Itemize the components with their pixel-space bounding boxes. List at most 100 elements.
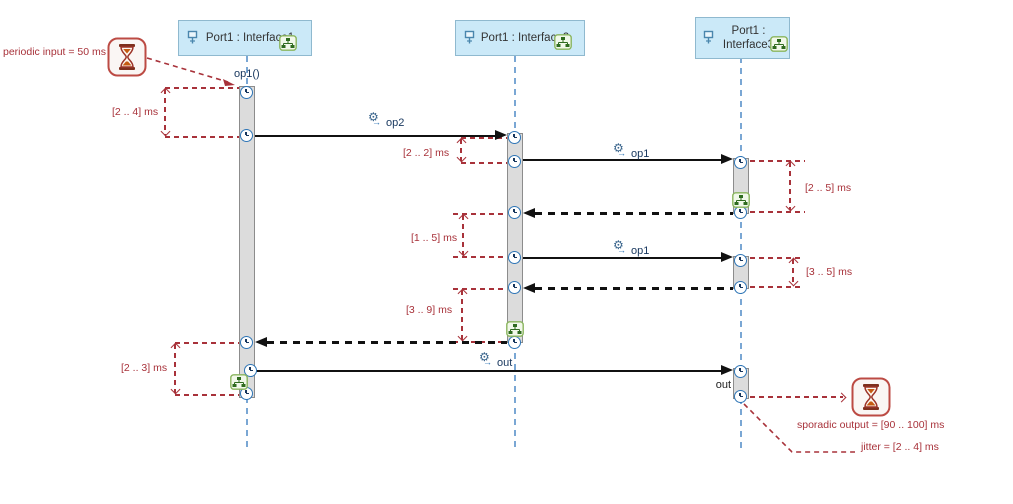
constraint3-arrow-up [785, 160, 796, 171]
constraint5-arrow-line [792, 259, 794, 285]
call-operation-icon: ⚙→ [613, 141, 626, 158]
constraint3-arrow-line [789, 162, 791, 210]
time-observation-icon[interactable] [240, 129, 253, 142]
lifeline-line-interface3[interactable] [740, 57, 742, 450]
structure-icon[interactable] [230, 374, 248, 390]
time-observation-icon[interactable] [508, 131, 521, 144]
duration-constraint-label[interactable]: [1 .. 5] ms [411, 232, 458, 244]
message-out-line[interactable] [255, 370, 722, 372]
message-out-receive-label[interactable]: out [715, 379, 731, 391]
time-observation-icon[interactable] [734, 365, 747, 378]
constraint7-arrow-down [170, 384, 181, 395]
constraint5-bottom-line [750, 286, 802, 288]
lifeline-header-interface2[interactable]: Port1 : Interface2 [455, 20, 585, 56]
message-op1a-line[interactable] [523, 159, 722, 161]
constraint2-bottom-line [461, 162, 513, 164]
periodic-input-label[interactable]: periodic input = 50 ms [3, 46, 107, 58]
duration-constraint-label[interactable]: [3 .. 5] ms [806, 266, 853, 278]
constraint7-arrow-up [170, 342, 181, 353]
constraint1-top-line [165, 87, 239, 89]
constraint5-top-line [750, 257, 802, 259]
message-op1a-label[interactable]: ⚙→op1 [613, 141, 650, 160]
constraint4-top-line [453, 213, 507, 215]
duration-constraint-label[interactable]: [2 .. 5] ms [805, 182, 852, 194]
reply2-line[interactable] [535, 287, 733, 290]
lifeline-label: Port1 : Interface3 [722, 24, 775, 51]
lifeline-header-interface1[interactable]: Port1 : Interface1 [178, 20, 312, 56]
duration-constraint-label[interactable]: [2 .. 4] ms [112, 106, 159, 118]
duration-constraint-label[interactable]: [2 .. 2] ms [403, 147, 450, 159]
port-icon [187, 30, 198, 44]
structure-icon [554, 34, 572, 50]
message-op2-arrowhead [495, 130, 507, 140]
message-out-arrowhead [721, 365, 733, 375]
structure-icon[interactable] [506, 321, 524, 337]
duration-constraint-label[interactable]: [2 .. 3] ms [121, 362, 168, 374]
time-observation-icon[interactable] [240, 336, 253, 349]
message-op2-line[interactable] [255, 135, 497, 137]
structure-icon [279, 35, 297, 51]
constraint3-top-line [750, 160, 805, 162]
lifeline-header-interface3[interactable]: Port1 : Interface3 [695, 17, 790, 59]
structure-icon[interactable] [732, 192, 750, 208]
constraint5-arrow-down [788, 276, 799, 287]
constraint1-bottom-line [165, 136, 239, 138]
constraint6-arrow-up [457, 288, 468, 299]
message-out-label[interactable]: ⚙→out [479, 350, 513, 369]
sporadic-output-label[interactable]: sporadic output = [90 .. 100] ms [797, 419, 945, 431]
constraint2-arrow-up [456, 137, 467, 148]
time-observation-icon[interactable] [508, 206, 521, 219]
constraint3-bottom-line [750, 211, 805, 213]
constraint1-arrow-down [160, 126, 171, 137]
message-op1b-line[interactable] [523, 257, 722, 259]
constraint4-bottom-line [453, 256, 507, 258]
time-observation-icon[interactable] [240, 86, 253, 99]
structure-icon [770, 36, 788, 52]
jitter-connector-line [743, 403, 855, 453]
reply3-arrowhead [255, 337, 267, 347]
call-operation-icon: ⚙→ [368, 110, 381, 127]
found-message-label[interactable]: op1() [234, 68, 260, 80]
constraint2-top-line [461, 137, 507, 139]
constraint1-arrow-line [164, 89, 166, 135]
constraint4-arrow-line [462, 215, 464, 255]
constraint2-arrow-down [456, 152, 467, 163]
constraint6-arrow-down [457, 331, 468, 342]
message-op1b-arrowhead [721, 252, 733, 262]
constraint5-arrow-up [788, 257, 799, 268]
message-op1b-label[interactable]: ⚙→op1 [613, 238, 650, 257]
time-observation-icon[interactable] [244, 364, 257, 377]
reply2-arrowhead [523, 283, 535, 293]
constraint6-arrow-line [461, 290, 463, 340]
constraint4-arrow-down [458, 246, 469, 257]
message-op2-label[interactable]: ⚙→op2 [368, 110, 405, 129]
constraint7-arrow-line [174, 344, 176, 393]
time-observation-icon[interactable] [508, 281, 521, 294]
constraint4-arrow-up [458, 213, 469, 224]
time-observation-icon[interactable] [508, 155, 521, 168]
time-observation-icon[interactable] [734, 390, 747, 403]
reply3-line[interactable] [267, 341, 507, 344]
constraint7-bottom-line [175, 394, 239, 396]
time-observation-icon[interactable] [734, 281, 747, 294]
time-observation-icon[interactable] [734, 156, 747, 169]
time-observation-icon[interactable] [734, 254, 747, 267]
constraint7-top-line [175, 342, 239, 344]
reply1-arrowhead [523, 208, 535, 218]
timer-icon[interactable] [851, 377, 891, 417]
constraint3-arrow-down [785, 201, 796, 212]
time-observation-icon[interactable] [508, 336, 521, 349]
call-operation-icon: ⚙→ [613, 238, 626, 255]
timer-icon[interactable] [107, 37, 147, 77]
sporadic-connector-line [750, 396, 843, 398]
port-icon [464, 30, 475, 44]
port-icon [703, 30, 714, 44]
constraint6-top-line [453, 288, 507, 290]
jitter-label[interactable]: jitter = [2 .. 4] ms [861, 441, 939, 453]
time-observation-icon[interactable] [508, 251, 521, 264]
reply1-line[interactable] [535, 212, 733, 215]
message-op1a-arrowhead [721, 154, 733, 164]
duration-constraint-label[interactable]: [3 .. 9] ms [406, 304, 453, 316]
lifeline-label: Port1 : Interface2 [480, 32, 570, 44]
